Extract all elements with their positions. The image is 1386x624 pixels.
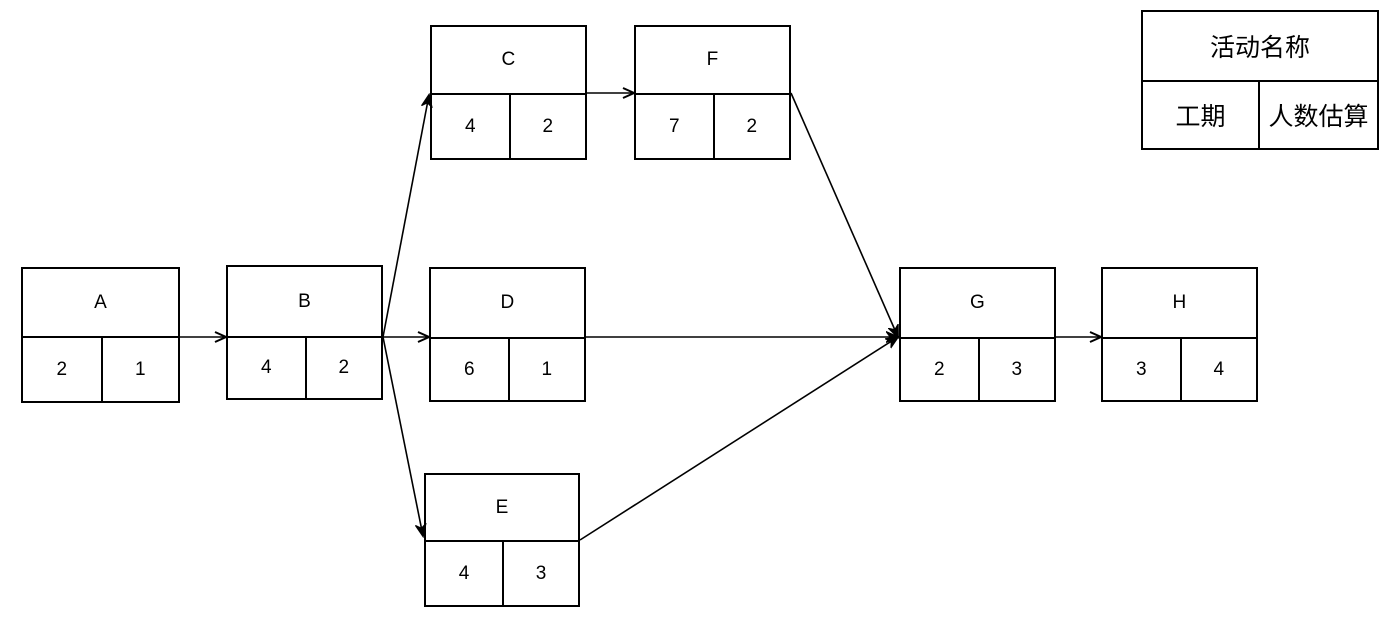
edge-b-to-c (382, 95, 429, 338)
edge-b-to-e (382, 336, 423, 536)
node-b[interactable]: B 4 2 (226, 265, 383, 400)
node-f[interactable]: F 7 2 (634, 25, 791, 160)
node-f-people: 2 (712, 95, 790, 158)
node-e-people: 3 (502, 542, 578, 605)
node-c-duration: 4 (464, 115, 476, 137)
node-e-duration: 4 (458, 562, 470, 584)
node-d-body: 6 1 (431, 339, 584, 400)
node-d-people: 1 (507, 339, 585, 400)
node-d[interactable]: D 6 1 (429, 267, 586, 402)
node-h-body: 3 4 (1103, 339, 1256, 400)
edge-e-to-g (579, 337, 898, 541)
node-b-title: B (228, 267, 381, 338)
node-b-people: 2 (304, 338, 382, 398)
node-d-duration: 6 (463, 358, 475, 380)
node-h[interactable]: H 3 4 (1101, 267, 1258, 402)
legend-box: 活动名称 工期 人数估算 (1141, 10, 1379, 150)
node-g-duration: 2 (933, 358, 945, 380)
node-d-title: D (431, 269, 584, 339)
node-g-body: 2 3 (901, 339, 1054, 400)
node-a-people: 1 (100, 338, 179, 401)
node-b-duration: 4 (260, 357, 272, 378)
node-b-body: 4 2 (228, 338, 381, 398)
node-f-title: F (636, 27, 789, 95)
node-g[interactable]: G 2 3 (899, 267, 1056, 402)
node-a-duration: 2 (56, 358, 68, 380)
node-c[interactable]: C 4 2 (430, 25, 587, 160)
node-h-duration: 3 (1135, 358, 1147, 380)
node-a[interactable]: A 2 1 (21, 267, 180, 403)
node-c-people: 2 (508, 95, 586, 158)
legend-activity-name: 活动名称 (1143, 12, 1377, 82)
node-e-body: 4 3 (426, 542, 578, 605)
legend-people: 人数估算 (1258, 82, 1377, 148)
node-a-body: 2 1 (23, 338, 178, 401)
node-g-title: G (901, 269, 1054, 339)
node-a-title: A (23, 269, 178, 338)
node-e-title: E (426, 475, 578, 542)
node-h-title: H (1103, 269, 1256, 339)
node-c-title: C (432, 27, 585, 95)
node-f-duration: 7 (668, 115, 680, 137)
node-h-people: 4 (1179, 339, 1257, 400)
edge-f-to-g (790, 92, 898, 337)
node-f-body: 7 2 (636, 95, 789, 158)
legend-body: 工期 人数估算 (1143, 82, 1377, 148)
node-e[interactable]: E 4 3 (424, 473, 580, 607)
node-g-people: 3 (977, 339, 1055, 400)
node-c-body: 4 2 (432, 95, 585, 158)
legend-duration: 工期 (1175, 103, 1226, 131)
